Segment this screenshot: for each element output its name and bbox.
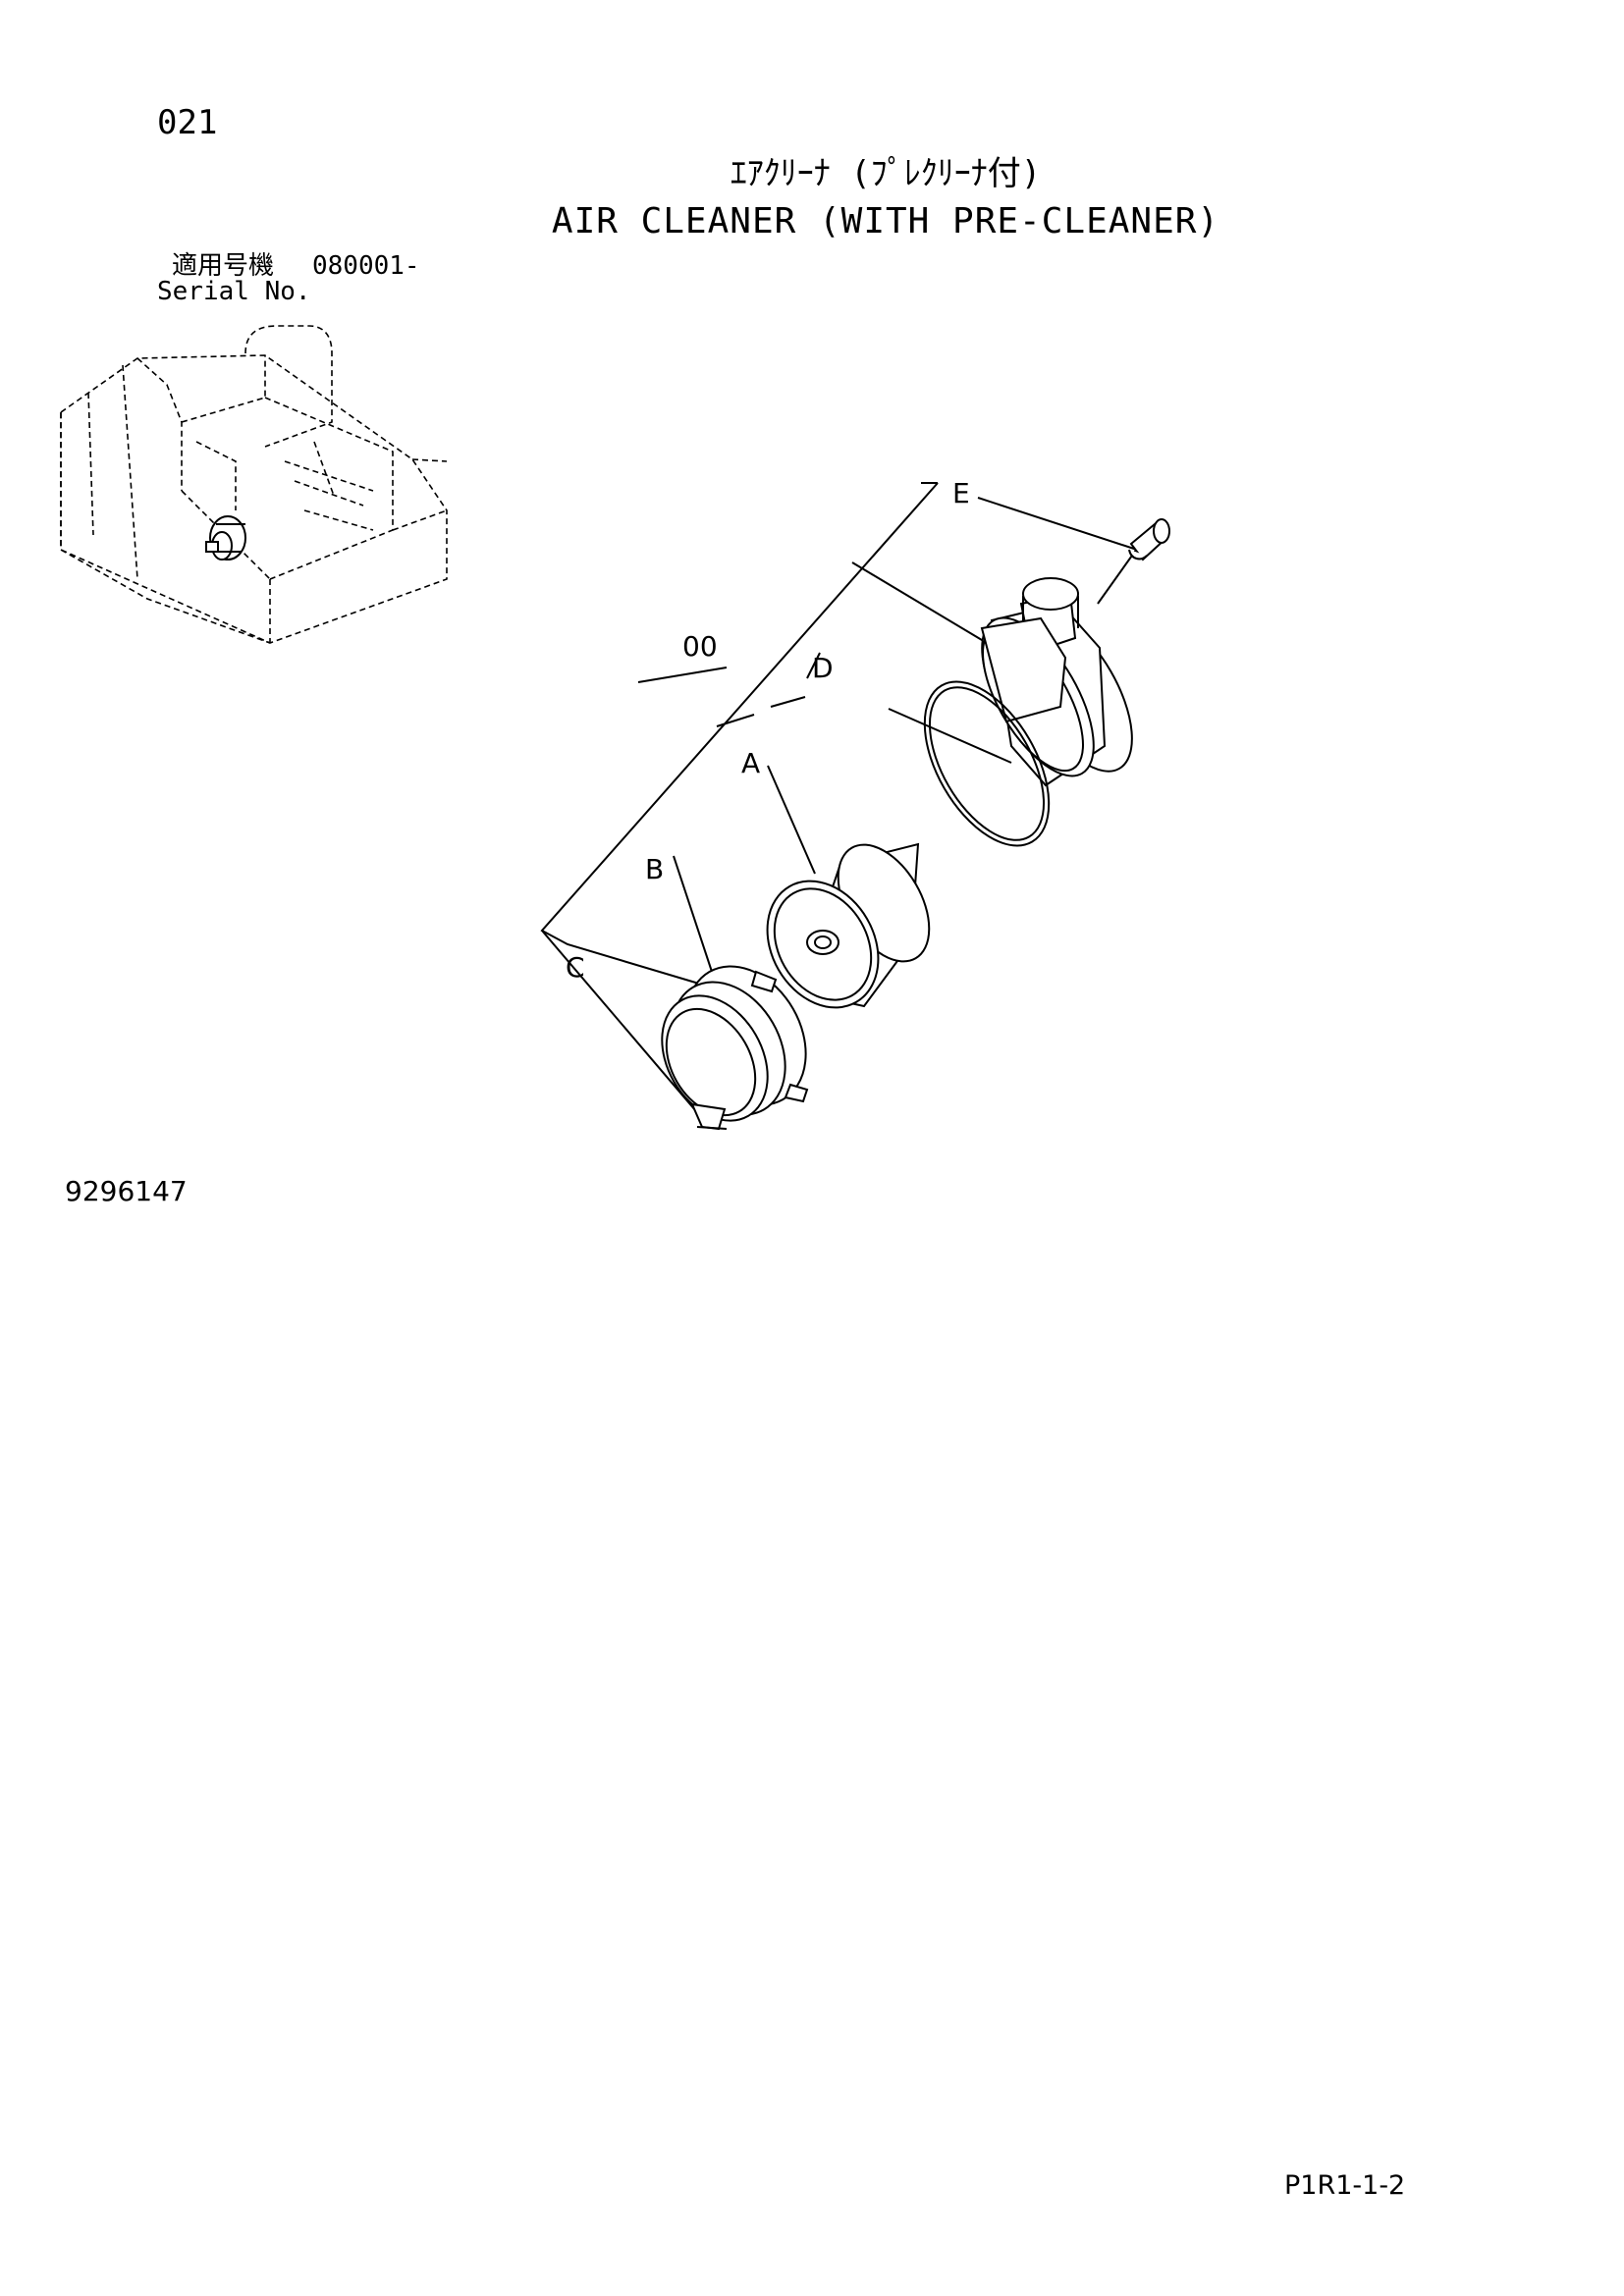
- part-d-housing: [980, 577, 1133, 787]
- callout-b: B: [645, 853, 664, 885]
- serial-label-english: Serial No.: [157, 277, 311, 306]
- title-japanese: ｴｱｸﾘｰﾅ (ﾌﾟﾚｸﾘｰﾅ付): [730, 154, 1042, 193]
- part-a-filter-element: [766, 842, 931, 1009]
- page-reference: P1R1-1-2: [1284, 2170, 1406, 2201]
- callout-lines: [540, 482, 1140, 1125]
- callout-c: C: [566, 951, 585, 984]
- part-c-cover: [661, 965, 809, 1131]
- title-english: AIR CLEANER (WITH PRE-CLEANER): [551, 201, 1220, 241]
- part-d-o-ring: [923, 680, 1051, 847]
- machine-overview: [60, 325, 448, 644]
- callout-assembly: 00: [682, 630, 718, 663]
- callout-d: D: [812, 652, 834, 684]
- figure-number: 9296147: [65, 1175, 188, 1207]
- callout-e: E: [952, 477, 970, 509]
- overview-air-cleaner-icon: [205, 515, 246, 561]
- part-e-restriction-indicator: [1128, 518, 1170, 561]
- callout-a: A: [741, 747, 760, 779]
- serial-label-japanese: 適用号機: [172, 251, 275, 281]
- serial-from: 080001-: [312, 251, 420, 281]
- page-number: 021: [157, 103, 218, 142]
